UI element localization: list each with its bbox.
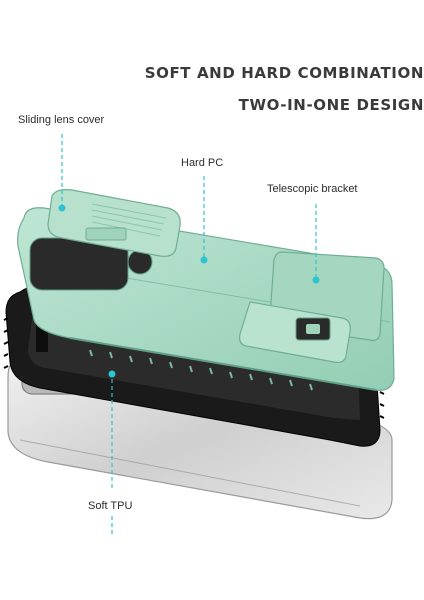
- telescopic-bracket: [239, 251, 385, 363]
- label-telescopic-bracket: Telescopic bracket: [267, 183, 358, 195]
- callout-dot-icon: [108, 370, 116, 378]
- callout-dots: [58, 204, 320, 378]
- callout-lines: [61, 134, 317, 536]
- callout-dot-icon: [200, 256, 208, 264]
- label-soft-tpu: Soft TPU: [88, 500, 133, 512]
- callout-dot-icon: [58, 204, 66, 212]
- callout-dot-icon: [312, 276, 320, 284]
- headline-line-2: TWO-IN-ONE DESIGN: [238, 96, 424, 114]
- label-hard-pc: Hard PC: [181, 157, 224, 169]
- sliding-lens-cover: [47, 189, 181, 257]
- headline-line-1: SOFT AND HARD COMBINATION: [144, 64, 424, 82]
- label-sliding-lens-cover: Sliding lens cover: [18, 114, 105, 126]
